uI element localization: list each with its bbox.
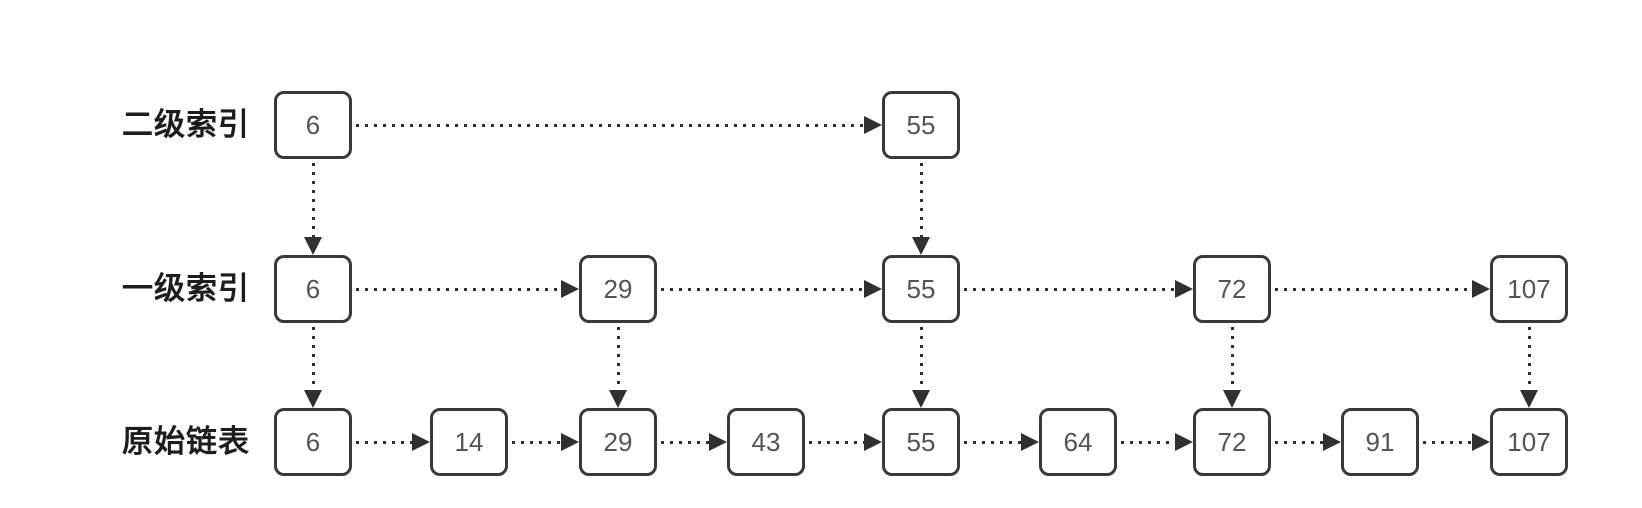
- h-arrow-line: [356, 124, 864, 127]
- node-box: 72: [1193, 408, 1271, 476]
- node-box: 29: [579, 408, 657, 476]
- node-value: 6: [305, 426, 321, 457]
- h-arrow-line: [1423, 441, 1472, 444]
- node-value: 55: [906, 426, 936, 457]
- level-label-first-level-index: 一级索引: [122, 271, 250, 306]
- arrowhead-right-icon: [1472, 433, 1490, 451]
- node-box: 91: [1341, 408, 1419, 476]
- v-arrow-line: [920, 327, 923, 390]
- node-value: 107: [1507, 426, 1551, 457]
- node-box: 55: [882, 255, 960, 323]
- node-value: 64: [1063, 426, 1093, 457]
- node-value: 55: [906, 109, 936, 140]
- node-box: 107: [1490, 255, 1568, 323]
- node-box: 29: [579, 255, 657, 323]
- h-arrow-line: [1121, 441, 1175, 444]
- arrowhead-right-icon: [1323, 433, 1341, 451]
- arrowhead-right-icon: [1175, 280, 1193, 298]
- node-box: 43: [727, 408, 805, 476]
- node-value: 91: [1365, 426, 1395, 457]
- h-arrow-line: [809, 441, 864, 444]
- arrowhead-down-icon: [609, 390, 627, 408]
- h-arrow-line: [512, 441, 561, 444]
- level-label-second-level-index: 二级索引: [122, 107, 250, 142]
- level-label-original-linked-list: 原始链表: [122, 424, 250, 459]
- h-arrow-line: [964, 441, 1021, 444]
- node-value: 6: [305, 273, 321, 304]
- arrowhead-right-icon: [561, 280, 579, 298]
- arrowhead-right-icon: [1021, 433, 1039, 451]
- node-value: 55: [906, 273, 936, 304]
- arrowhead-right-icon: [864, 280, 882, 298]
- arrowhead-down-icon: [912, 390, 930, 408]
- h-arrow-line: [661, 441, 709, 444]
- arrowhead-right-icon: [412, 433, 430, 451]
- h-arrow-line: [661, 288, 864, 291]
- v-arrow-line: [312, 163, 315, 237]
- node-box: 55: [882, 408, 960, 476]
- arrowhead-right-icon: [1472, 280, 1490, 298]
- node-value: 72: [1217, 273, 1247, 304]
- node-value: 29: [603, 273, 633, 304]
- node-value: 29: [603, 426, 633, 457]
- h-arrow-line: [356, 288, 561, 291]
- arrowhead-down-icon: [912, 237, 930, 255]
- arrowhead-right-icon: [864, 433, 882, 451]
- node-value: 72: [1217, 426, 1247, 457]
- arrowhead-right-icon: [864, 116, 882, 134]
- arrowhead-right-icon: [561, 433, 579, 451]
- node-box: 55: [882, 91, 960, 159]
- node-box: 72: [1193, 255, 1271, 323]
- node-value: 107: [1507, 273, 1551, 304]
- arrowhead-right-icon: [1175, 433, 1193, 451]
- node-box: 107: [1490, 408, 1568, 476]
- h-arrow-line: [1275, 288, 1472, 291]
- v-arrow-line: [1528, 327, 1531, 390]
- arrowhead-down-icon: [1520, 390, 1538, 408]
- node-box: 14: [430, 408, 508, 476]
- h-arrow-line: [356, 441, 412, 444]
- h-arrow-line: [964, 288, 1175, 291]
- v-arrow-line: [617, 327, 620, 390]
- node-value: 6: [305, 109, 321, 140]
- node-value: 43: [751, 426, 781, 457]
- arrowhead-down-icon: [304, 237, 322, 255]
- v-arrow-line: [1231, 327, 1234, 390]
- node-box: 6: [274, 255, 352, 323]
- node-box: 6: [274, 408, 352, 476]
- h-arrow-line: [1275, 441, 1323, 444]
- node-value: 14: [454, 426, 484, 457]
- arrowhead-right-icon: [709, 433, 727, 451]
- v-arrow-line: [920, 163, 923, 237]
- node-box: 6: [274, 91, 352, 159]
- v-arrow-line: [312, 327, 315, 390]
- arrowhead-down-icon: [304, 390, 322, 408]
- node-box: 64: [1039, 408, 1117, 476]
- arrowhead-down-icon: [1223, 390, 1241, 408]
